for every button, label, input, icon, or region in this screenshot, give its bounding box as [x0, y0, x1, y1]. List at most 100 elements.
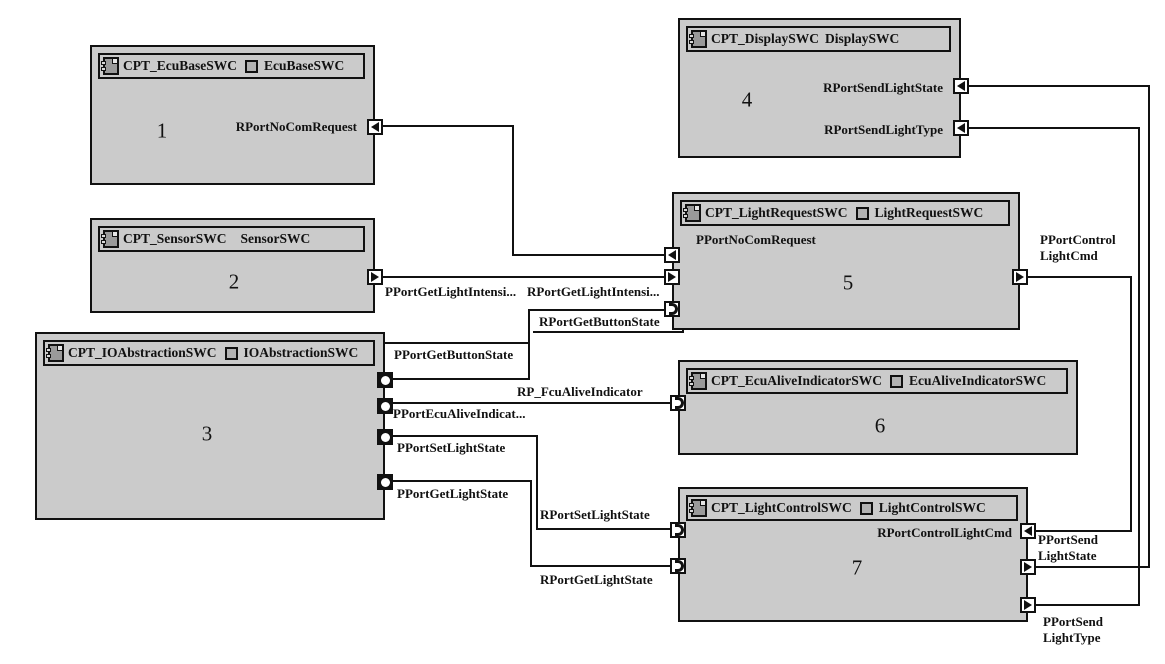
port-rport-get-button-state[interactable] — [664, 301, 680, 317]
prototype-icon — [855, 206, 869, 220]
client-server-port-icon — [380, 477, 390, 487]
port-rport-control-light-cmd[interactable] — [1020, 523, 1036, 539]
port-pport-ecu-alive-indicator[interactable] — [377, 398, 393, 414]
connector-get-light-state — [393, 480, 532, 482]
connector-get-button-state-label-rule — [533, 331, 684, 333]
require-port-icon — [957, 123, 965, 133]
component-header: CPT_LightControlSWC LightControlSWC — [686, 495, 1018, 521]
port-pport-get-button-state[interactable] — [377, 372, 393, 388]
component-icon — [683, 204, 701, 222]
require-port-icon — [371, 122, 379, 132]
connector-set-light-state — [536, 435, 538, 530]
prototype-icon — [859, 501, 873, 515]
port-rp-fcu-alive-indicator[interactable] — [670, 395, 686, 411]
connector-get-button-state — [528, 309, 530, 380]
connector-no-com-request — [512, 125, 514, 256]
component-icon — [689, 372, 707, 390]
component-header: CPT_LightRequestSWC LightRequestSWC — [680, 200, 1010, 226]
require-port-icon — [1024, 526, 1032, 536]
component-number: 6 — [874, 413, 886, 438]
port-rport-get-light-intensity[interactable] — [664, 269, 680, 285]
label-pport-send-light-type: PPortSend LightType — [1043, 614, 1103, 645]
component-icon — [689, 499, 707, 517]
component-instance-name: EcuBaseSWC — [264, 58, 345, 73]
component-type-name: CPT_EcuAliveIndicatorSWC — [711, 373, 883, 388]
component-io-abstraction-swc[interactable]: CPT_IOAbstractionSWC IOAbstractionSWC 3 — [35, 332, 385, 520]
port-label-rport-control-light-cmd: RPortControlLightCmd — [877, 525, 1012, 540]
connector-get-button-state-label-rule — [385, 342, 530, 344]
component-header: CPT_SensorSWC SensorSWC — [98, 226, 365, 252]
port-rport-set-light-state[interactable] — [670, 522, 686, 538]
connector-set-light-state — [536, 528, 670, 530]
prototype-icon — [224, 346, 238, 360]
client-port-icon — [668, 303, 678, 315]
port-rport-no-com-request[interactable] — [367, 119, 383, 135]
component-light-request-swc[interactable]: CPT_LightRequestSWC LightRequestSWC PPor… — [672, 192, 1020, 330]
prototype-icon — [890, 374, 904, 388]
component-number: 2 — [228, 269, 240, 294]
port-label-rport-send-light-state: RPortSendLightState — [823, 80, 943, 95]
component-type-name: CPT_IOAbstractionSWC — [68, 345, 217, 360]
port-pport-get-light-intensity[interactable] — [367, 269, 383, 285]
component-number: 1 — [156, 118, 168, 143]
require-port-icon — [668, 250, 676, 260]
component-sensor-swc[interactable]: CPT_SensorSWC SensorSWC 2 — [90, 218, 375, 313]
label-pport-get-light-intensity: PPortGetLightIntensi... — [385, 284, 517, 299]
client-server-port-icon — [380, 401, 390, 411]
port-rport-send-light-state[interactable] — [953, 78, 969, 94]
component-icon — [689, 30, 707, 48]
component-light-control-swc[interactable]: CPT_LightControlSWC LightControlSWC RPor… — [678, 487, 1028, 622]
connector-send-light-state — [969, 85, 1150, 87]
connector-get-light-intensity — [383, 276, 664, 278]
prototype-icon — [245, 59, 259, 73]
component-number: 5 — [842, 270, 854, 295]
label-rport-get-button-state: RPortGetButtonState — [539, 314, 660, 329]
component-ecu-base-swc[interactable]: CPT_EcuBaseSWC EcuBaseSWC 1 RPortNoComRe… — [90, 45, 375, 185]
connector-no-com-request — [512, 254, 664, 256]
component-instance-name: IOAbstractionSWC — [243, 345, 359, 360]
label-pport-set-light-state: PPortSetLightState — [397, 440, 506, 455]
component-instance-name: EcuAliveIndicatorSWC — [909, 373, 1047, 388]
require-port-icon — [957, 81, 965, 91]
component-instance-name: DisplaySWC — [825, 31, 900, 46]
component-instance-name: SensorSWC — [240, 231, 311, 246]
port-pport-control-light-cmd[interactable] — [1012, 269, 1028, 285]
component-ecu-alive-indicator-swc[interactable]: CPT_EcuAliveIndicatorSWC EcuAliveIndicat… — [678, 360, 1078, 455]
connector-no-com-request — [383, 125, 514, 127]
provide-port-icon — [668, 272, 676, 282]
connector-get-button-state — [528, 309, 664, 311]
component-display-swc[interactable]: CPT_DisplaySWC DisplaySWC 4 RPortSendLig… — [678, 18, 961, 158]
component-number: 3 — [201, 421, 213, 446]
connector-get-light-state — [530, 565, 670, 567]
component-type-name: CPT_LightRequestSWC — [705, 205, 848, 220]
component-header: CPT_EcuBaseSWC EcuBaseSWC — [98, 53, 365, 79]
label-pport-control-light-cmd: PPortControl LightCmd — [1040, 232, 1116, 263]
port-rport-get-light-state[interactable] — [670, 558, 686, 574]
client-server-port-icon — [380, 375, 390, 385]
label-pport-get-button-state: PPortGetButtonState — [394, 347, 514, 362]
port-pport-send-light-type[interactable] — [1020, 597, 1036, 613]
port-pport-set-light-state[interactable] — [377, 429, 393, 445]
client-port-icon — [674, 560, 684, 572]
port-label-rport-send-light-type: RPortSendLightType — [824, 122, 943, 137]
component-type-name: CPT_EcuBaseSWC — [123, 58, 238, 73]
component-type-name: CPT_LightControlSWC — [711, 500, 852, 515]
port-rport-send-light-type[interactable] — [953, 120, 969, 136]
port-label-pport-no-com-request: PPortNoComRequest — [696, 232, 816, 247]
connector-send-light-state — [1148, 85, 1150, 568]
component-header: CPT_EcuAliveIndicatorSWC EcuAliveIndicat… — [686, 368, 1068, 394]
component-icon — [101, 57, 119, 75]
label-rport-get-light-state: RPortGetLightState — [540, 572, 653, 587]
connector-control-light-cmd — [1028, 276, 1132, 278]
label-rp-fcu-alive-indicator: RP_FcuAliveIndicator — [517, 384, 643, 399]
component-icon — [46, 344, 64, 362]
port-pport-send-light-state[interactable] — [1020, 559, 1036, 575]
component-type-name: CPT_SensorSWC — [123, 231, 227, 246]
provide-port-icon — [1016, 272, 1024, 282]
provide-port-icon — [1024, 600, 1032, 610]
provide-port-icon — [1024, 562, 1032, 572]
provide-port-icon — [371, 272, 379, 282]
port-rport-no-com-request-in[interactable] — [664, 247, 680, 263]
label-pport-get-light-state: PPortGetLightState — [397, 486, 509, 501]
port-pport-get-light-state[interactable] — [377, 474, 393, 490]
